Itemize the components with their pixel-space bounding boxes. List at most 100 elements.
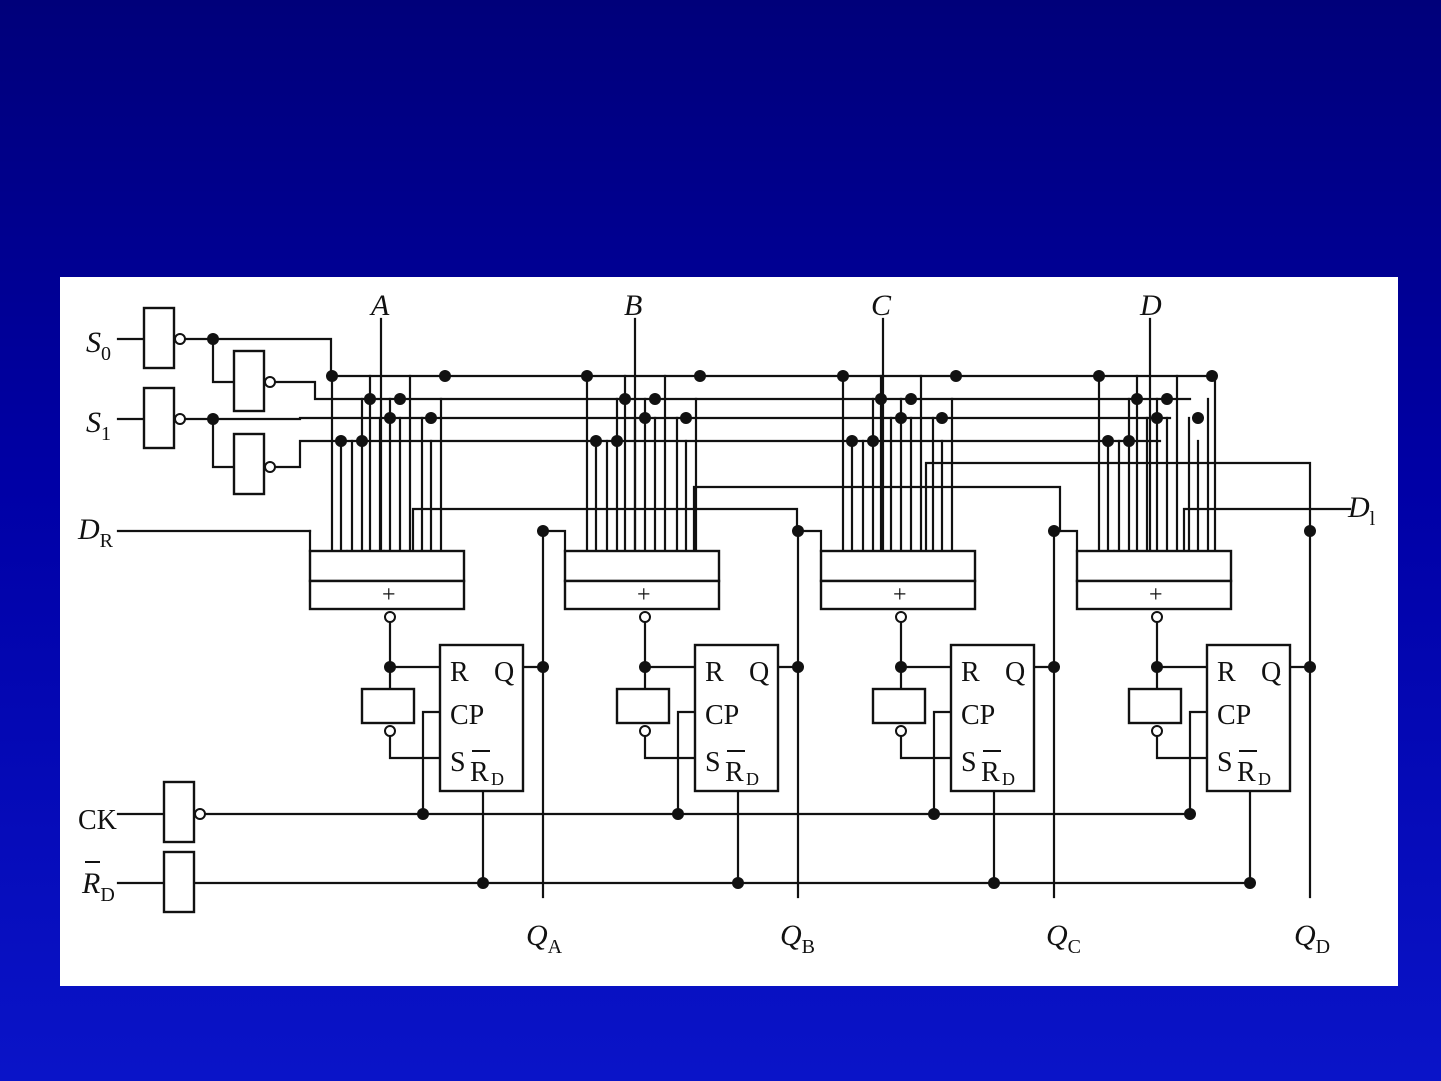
s0-to-inverter-wire xyxy=(213,339,234,382)
stage-2-q-feedback-junction xyxy=(792,525,804,537)
qc-to-stage4-wire xyxy=(1060,531,1077,551)
stage-4-or-symbol: + xyxy=(1149,582,1163,608)
stage-1-pin-r: R xyxy=(450,657,469,688)
stage-2-pin-rd-sub: D xyxy=(746,769,759,789)
stage-3-s0n-tap-2 xyxy=(905,393,917,405)
stage-4-s1n-tap-2 xyxy=(1123,435,1135,447)
stage-1-r-junction xyxy=(384,661,396,673)
stage-3-cp-wire xyxy=(934,712,951,814)
stage-1-pin-s: S xyxy=(450,747,466,778)
stage-4-q-junction xyxy=(1304,661,1316,673)
stage-2-pin-q: Q xyxy=(749,657,769,688)
stage-4-r-junction xyxy=(1151,661,1163,673)
s0-split-dot xyxy=(207,333,219,345)
stage-2-and-gates xyxy=(565,551,719,581)
buffer-rd xyxy=(164,852,194,912)
stage-2-s0n-tap-1 xyxy=(619,393,631,405)
stage-2-q-junction xyxy=(792,661,804,673)
stage-3-q-feedback-junction xyxy=(1048,525,1060,537)
stage-4-pin-r: R xyxy=(1217,657,1236,688)
qc-to-stage2-wire xyxy=(694,487,1060,551)
stage-1-s0-tap-2 xyxy=(439,370,451,382)
inverter-s0-bubble xyxy=(265,377,275,387)
stage-4-cp-wire xyxy=(1190,712,1207,814)
buffer-s0 xyxy=(144,308,174,368)
stage-4-s1-tap-2 xyxy=(1192,412,1204,424)
stage-3-s1n-tap-1 xyxy=(846,435,858,447)
stage-2-s0-tap xyxy=(581,370,593,382)
stage-4-s0-tap xyxy=(1093,370,1105,382)
stage-2-pin-r: R xyxy=(705,657,724,688)
buffer-s1-bubble xyxy=(175,414,185,424)
stage-2-s0n-tap-2 xyxy=(649,393,661,405)
inverter-s1-bubble xyxy=(265,462,275,472)
stage-1-s1-tap-1 xyxy=(384,412,396,424)
output-qb-label: QB xyxy=(780,919,815,958)
stage-4-s0n-tap-2 xyxy=(1161,393,1173,405)
stage-1-pin-rd: R xyxy=(470,757,489,788)
stage-4-q-feedback-junction xyxy=(1304,525,1316,537)
stage-1-pin-q: Q xyxy=(494,657,514,688)
stage-4-pin-q: Q xyxy=(1261,657,1281,688)
stage-4-s-inverter xyxy=(1129,689,1181,723)
output-qd-label: QD xyxy=(1294,919,1330,958)
stage-3-rd-junction xyxy=(988,877,1000,889)
stage-3-or-bubble xyxy=(896,612,906,622)
buffer-s0-bubble xyxy=(175,334,185,344)
stage-1-cp-wire xyxy=(423,712,440,814)
stage-1-or-bubble xyxy=(385,612,395,622)
stage-2-s-wire xyxy=(645,736,695,758)
stage-4-pin-cp: CP xyxy=(1217,700,1251,731)
input-a-label: A xyxy=(369,289,390,322)
stage-1-s0n-tap-2 xyxy=(394,393,406,405)
stage-2-or-symbol: + xyxy=(637,582,651,608)
ck-label: CK xyxy=(78,805,117,836)
stage-2-or-bubble xyxy=(640,612,650,622)
stage-2-s-inverter xyxy=(617,689,669,723)
stage-2-rd-junction xyxy=(732,877,744,889)
stage-3-pin-q: Q xyxy=(1005,657,1025,688)
stage-2-s1n-tap-1 xyxy=(590,435,602,447)
stage-4-pin-s: S xyxy=(1217,747,1233,778)
stage-3-pin-cp: CP xyxy=(961,700,995,731)
stage-3-or-symbol: + xyxy=(893,582,907,608)
s1-split-dot xyxy=(207,413,219,425)
stage-3-s-wire xyxy=(901,736,951,758)
stage-1-s0-tap xyxy=(326,370,338,382)
stage-3-s-inverter-bubble xyxy=(896,726,906,736)
stage-2-ck-junction xyxy=(672,808,684,820)
output-qc-label: QC xyxy=(1046,919,1081,958)
input-b-label: B xyxy=(624,289,642,322)
stage-1-and-gates xyxy=(310,551,464,581)
stage-3-s1n-tap-2 xyxy=(867,435,879,447)
dr-label: DR xyxy=(77,513,114,552)
inverter-s0 xyxy=(234,351,264,411)
stage-2-s1-tap-2 xyxy=(680,412,692,424)
stage-3-q-junction xyxy=(1048,661,1060,673)
stage-3-pin-rd: R xyxy=(981,757,1000,788)
stage-1-q-feedback-junction xyxy=(537,525,549,537)
stage-1-s1n-tap-2 xyxy=(356,435,368,447)
stage-1-q-junction xyxy=(537,661,549,673)
stage-4-s1n-tap-1 xyxy=(1102,435,1114,447)
stage-4-or-bubble xyxy=(1152,612,1162,622)
stage-2-s0-tap-2 xyxy=(694,370,706,382)
stage-1-s0n-tap-1 xyxy=(364,393,376,405)
stage-1-pin-cp: CP xyxy=(450,700,484,731)
s1-label: S1 xyxy=(86,406,111,445)
stage-4-pin-rd-sub: D xyxy=(1258,769,1271,789)
dl-label: Dl xyxy=(1347,491,1376,530)
buffer-s1 xyxy=(144,388,174,448)
stage-3-and-gates xyxy=(821,551,975,581)
stage-4-s0n-tap-1 xyxy=(1131,393,1143,405)
stage-3-pin-r: R xyxy=(961,657,980,688)
stage-1-s1n-tap-1 xyxy=(335,435,347,447)
stage-3-pin-rd-sub: D xyxy=(1002,769,1015,789)
stage-4-s-wire xyxy=(1157,736,1207,758)
stage-2-cp-wire xyxy=(678,712,695,814)
stage-4-s0-tap-2 xyxy=(1206,370,1218,382)
inverter-s1 xyxy=(234,434,264,494)
stage-1-ck-junction xyxy=(417,808,429,820)
stage-3-s1-tap-2 xyxy=(936,412,948,424)
